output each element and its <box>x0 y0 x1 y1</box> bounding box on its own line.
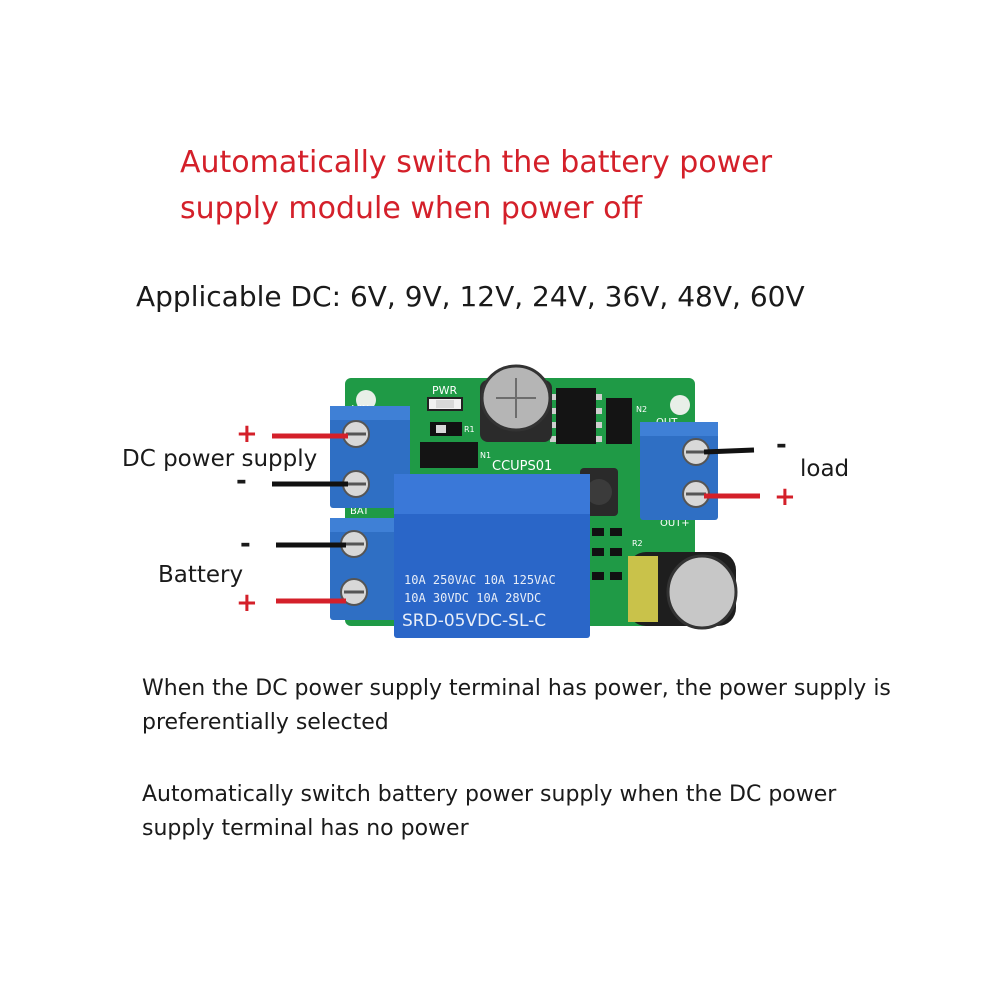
load-label: load <box>800 456 850 482</box>
electrolytic-capacitor-top <box>480 364 552 442</box>
page-title: Automatically switch the battery power s… <box>180 145 773 226</box>
relay <box>394 474 590 638</box>
relay-rating-line-2: 10A 30VDC 10A 28VDC <box>404 591 541 605</box>
silkscreen-r2: R2 <box>632 539 643 548</box>
dc-power-supply-label: DC power supply <box>122 446 318 472</box>
dc-plus-sign: + <box>236 419 258 449</box>
battery-plus-sign: + <box>236 588 258 618</box>
silkscreen-pwr: PWR <box>432 384 458 397</box>
silkscreen-n1: N1 <box>480 451 491 460</box>
electrolytic-capacitor-bottom <box>628 552 738 630</box>
description-powered: When the DC power supply terminal has po… <box>142 676 891 735</box>
relay-model: SRD-05VDC-SL-C <box>402 611 546 631</box>
relay-rating-line-1: 10A 250VAC 10A 125VAC <box>404 573 556 587</box>
terminal-block-battery <box>330 518 410 620</box>
silkscreen-out-plus: OUT+ <box>660 518 690 529</box>
silkscreen-r1: R1 <box>464 425 475 434</box>
terminal-block-load <box>640 422 718 520</box>
wires <box>272 433 760 604</box>
load-plus-sign: + <box>774 482 796 512</box>
silkscreen-model: CCUPS01 <box>492 459 552 474</box>
silkscreen-n2: N2 <box>636 405 647 414</box>
load-minus-sign: - <box>776 430 787 460</box>
description-unpowered: Automatically switch battery power suppl… <box>142 782 837 841</box>
smd-components <box>420 388 632 580</box>
terminal-block-dc-input <box>330 406 410 508</box>
applicable-voltages: Applicable DC: 6V, 9V, 12V, 24V, 36V, 48… <box>136 280 805 313</box>
battery-minus-sign: - <box>240 529 251 559</box>
battery-label: Battery <box>158 562 244 588</box>
dc-minus-sign: - <box>236 466 247 496</box>
silkscreen-bat: BAT <box>350 506 370 517</box>
